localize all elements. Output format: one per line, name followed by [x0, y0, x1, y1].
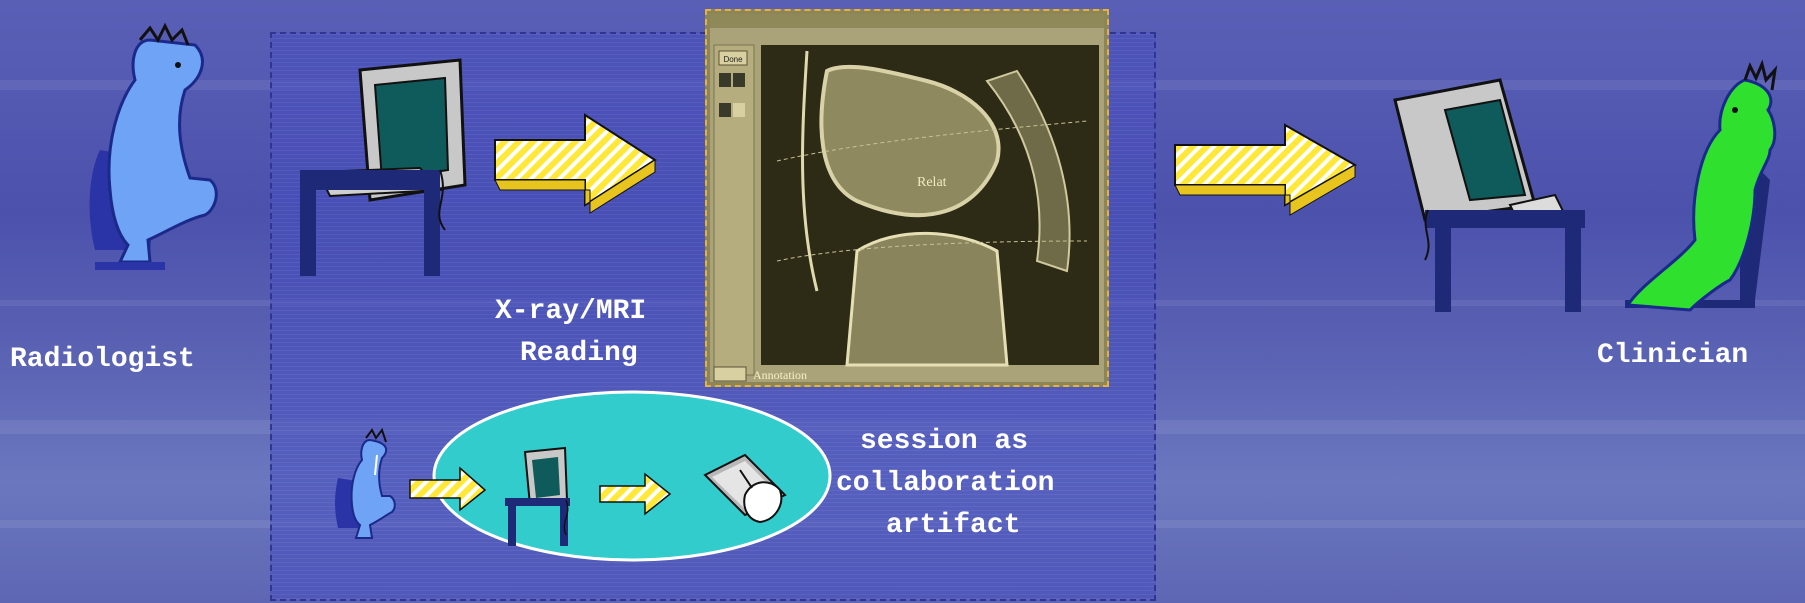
session-label-line2: collaboration — [836, 466, 1054, 502]
session-label-line1: session as — [860, 424, 1028, 460]
collaboration-ellipse — [434, 392, 830, 560]
radiologist-figure-icon — [335, 430, 395, 538]
session-label-line3: artifact — [886, 508, 1020, 544]
reading-label-line2: Reading — [520, 336, 638, 372]
radiologist-label: Radiologist — [10, 342, 195, 378]
hatched-arrow-icon — [1175, 125, 1355, 215]
computer-desk-icon — [300, 60, 465, 276]
clinician-figure-icon — [1625, 64, 1775, 310]
reading-label-line1: X-ray/MRI — [495, 294, 646, 330]
clinician-label: Clinician — [1597, 338, 1748, 374]
hatched-arrow-icon — [495, 115, 655, 213]
computer-desk-icon — [1395, 80, 1585, 312]
radiologist-figure-icon — [90, 26, 217, 270]
